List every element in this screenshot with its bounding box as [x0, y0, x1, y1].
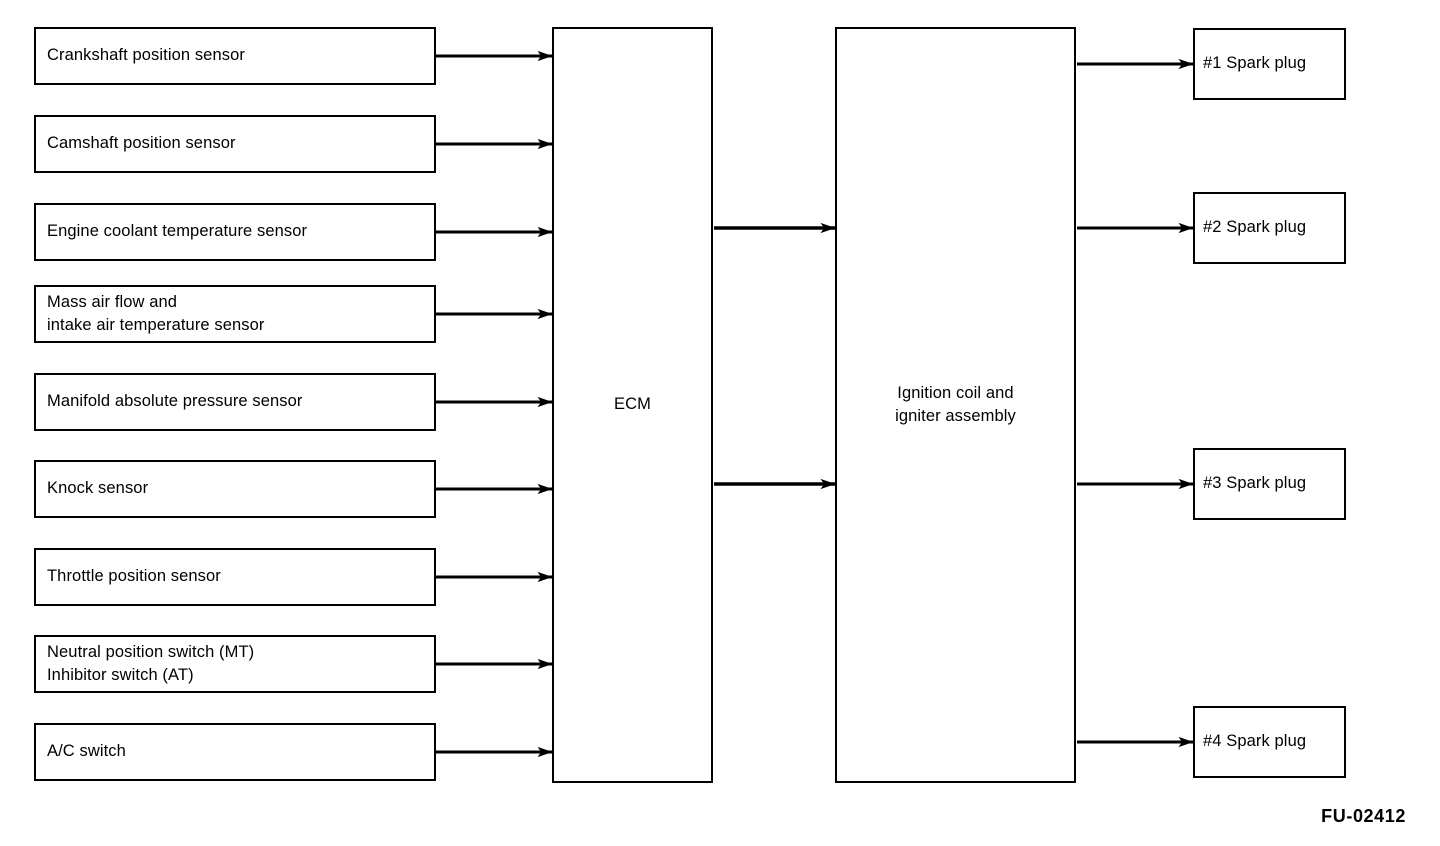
sensor-box-neutral-inhibitor-switch: Neutral position switch (MT) Inhibitor s…: [34, 635, 436, 693]
ignition-to-spark-plug-arrows: [1077, 58, 1194, 748]
sensor-label-throttle-position: Throttle position sensor: [47, 567, 221, 586]
sensor-label-mass-air-flow: Mass air flow and intake air temperature…: [47, 292, 265, 334]
spark-plug-label-4: #4 Spark plug: [1203, 732, 1307, 751]
figure-reference-code: FU-02412: [1321, 806, 1406, 826]
spark-plug-label-1: #1 Spark plug: [1203, 54, 1307, 73]
spark-plug-box-1: #1 Spark plug: [1193, 28, 1346, 100]
spark-plug-box-4: #4 Spark plug: [1193, 706, 1346, 778]
ecm-to-ignition-arrows: [714, 222, 836, 490]
sensor-box-crankshaft-position: Crankshaft position sensor: [34, 27, 436, 85]
sensor-box-engine-coolant-temperature: Engine coolant temperature sensor: [34, 203, 436, 261]
spark-plug-label-2: #2 Spark plug: [1203, 218, 1307, 237]
sensor-label-ac-switch: A/C switch: [47, 742, 126, 761]
sensor-box-manifold-absolute-pressure: Manifold absolute pressure sensor: [34, 373, 436, 431]
ignition-coil-igniter-label: Ignition coil and igniter assembly: [895, 383, 1016, 425]
sensor-to-ecm-arrows: [436, 50, 553, 758]
spark-plug-label-3: #3 Spark plug: [1203, 474, 1307, 493]
sensor-label-neutral-inhibitor-switch: Neutral position switch (MT) Inhibitor s…: [47, 642, 255, 684]
sensor-box-knock: Knock sensor: [34, 460, 436, 518]
sensor-box-throttle-position: Throttle position sensor: [34, 548, 436, 606]
sensor-label-engine-coolant-temperature: Engine coolant temperature sensor: [47, 222, 308, 241]
sensor-label-knock: Knock sensor: [47, 479, 149, 498]
sensor-label-camshaft-position: Camshaft position sensor: [47, 134, 236, 153]
sensor-label-crankshaft-position: Crankshaft position sensor: [47, 46, 245, 65]
sensor-box-camshaft-position: Camshaft position sensor: [34, 115, 436, 173]
ecm-label: ECM: [614, 395, 651, 414]
ecm-box: ECM: [552, 27, 713, 783]
sensor-box-ac-switch: A/C switch: [34, 723, 436, 781]
spark-plug-box-3: #3 Spark plug: [1193, 448, 1346, 520]
ignition-coil-igniter-box: Ignition coil and igniter assembly: [835, 27, 1076, 783]
sensor-label-manifold-absolute-pressure: Manifold absolute pressure sensor: [47, 392, 303, 411]
spark-plug-box-2: #2 Spark plug: [1193, 192, 1346, 264]
sensor-box-mass-air-flow: Mass air flow and intake air temperature…: [34, 285, 436, 343]
